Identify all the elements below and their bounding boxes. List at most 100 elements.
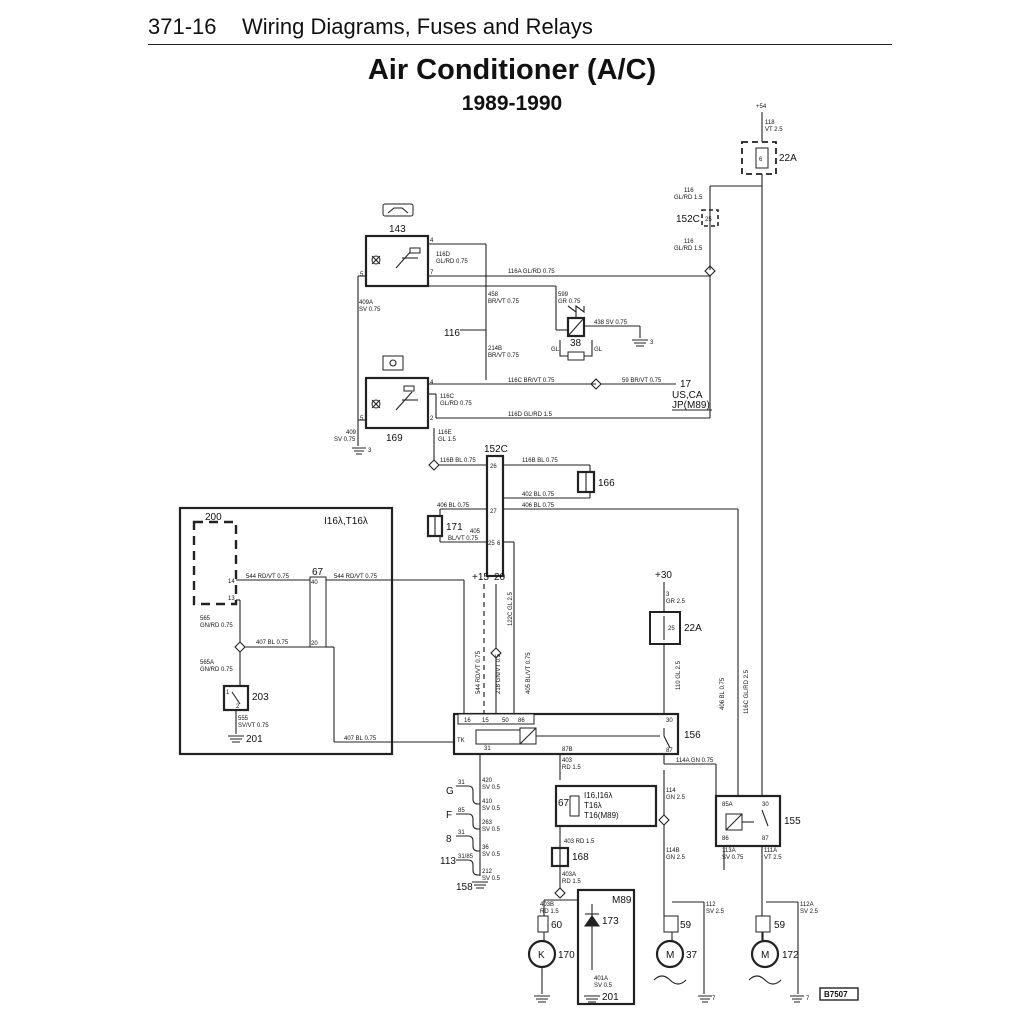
wire-114: 114 (666, 788, 676, 794)
svg-text:GL: GL (594, 347, 603, 353)
ground-symbol-3b (352, 447, 366, 455)
pin-203-1: 1 (226, 690, 230, 696)
connector-59-a (663, 915, 679, 933)
valve-icon (567, 304, 585, 314)
wire-218-vertical: 218 GN/VT 0.5 (496, 653, 502, 694)
connector-59-a-label: 59 (680, 920, 692, 931)
clutch-k-symbol: K (538, 950, 545, 961)
wire-599-color: GR 0.75 (558, 299, 581, 305)
wire-402: 402 BL 0.75 (522, 492, 555, 498)
wire-122c-vertical: 122C GL 2.5 (508, 592, 514, 626)
switch-143-symbol-frame (382, 203, 414, 217)
diode-173-label: 173 (602, 916, 619, 927)
wire-111a: 111A (764, 848, 777, 854)
fan-icon (389, 359, 397, 367)
diagram-title: Air Conditioner (A/C) (367, 54, 657, 86)
wire-263-color: SV 0.5 (482, 827, 501, 833)
wire-116c-br: 116C BR/VT 0.75 (508, 378, 555, 384)
variant-box-m89-body (576, 888, 636, 1006)
switch-169-label: 169 (386, 433, 403, 444)
ground-158: 158 (456, 882, 473, 893)
splice-116e (428, 459, 440, 471)
wire-85-f: 85 (458, 808, 465, 814)
wire-114a: 114A GN 0.75 (676, 758, 714, 764)
wire-406-vertical: 406 BL 0.75 (720, 677, 726, 710)
relay-171-label: 171 (446, 522, 463, 533)
splice-59 (590, 378, 602, 390)
wire-3: 3 (666, 592, 670, 598)
pin-30: 30 (666, 718, 673, 724)
wire-458: 458 (488, 292, 499, 298)
wire-116-b-color: GL/RD 1.5 (674, 246, 703, 252)
fan-blade-icon-37 (653, 975, 687, 985)
fan-motor-37 (655, 939, 685, 969)
wire-112a: 112A (800, 902, 814, 908)
pin-25-fuse: 25 (668, 626, 675, 632)
wire-403a-color: RD 1.5 (562, 879, 581, 885)
connector-67-left: 67 40 20 (309, 567, 327, 648)
pin-16: 16 (464, 718, 471, 724)
market-jp-m89: JP(M89) (672, 400, 710, 411)
wire-555: 555 (238, 716, 249, 722)
wire-409a: 409A (359, 300, 373, 306)
wire-116c: 116C (440, 394, 455, 400)
ground-symbol-7b (790, 995, 804, 1003)
fuse-pin-6: 6 (759, 157, 763, 163)
diagram-years: 1989-1990 (461, 92, 563, 115)
diode-icon (583, 915, 601, 927)
connector-152c-top-label: 152C (676, 214, 700, 225)
reference-tag (819, 987, 859, 1001)
relay-block-156-label: 156 (684, 730, 701, 741)
wire-420-color: SV 0.5 (482, 785, 501, 791)
fuse-22a-mid-label: 22A (684, 623, 702, 634)
wire-565: 565 (200, 616, 211, 622)
switch-169-symbol-frame (382, 355, 404, 371)
wire-405-vertical: 405 BL/VT 0.75 (526, 652, 532, 694)
terminal-54: +54 (756, 104, 767, 110)
terminal-20: 20 (494, 572, 506, 583)
relay-155-label: 155 (784, 816, 801, 827)
ground-point-8: 8 (446, 834, 452, 845)
pin-20: 20 (311, 641, 318, 647)
wire-403-color: RD 1.5 (562, 765, 581, 771)
wire-263: 263 (482, 820, 493, 826)
variant-box-m89: M89 173 401A SV 0.5 201 (576, 888, 636, 1006)
ground-symbol-7a (698, 995, 712, 1003)
ground-symbol-158 (472, 881, 488, 889)
relay-155: 85A 30 86 87 155 (714, 794, 801, 848)
wire-112-color: SV 2.5 (706, 909, 725, 915)
connector-152c-label: 152C (484, 444, 508, 455)
wire-403a: 403A (562, 872, 576, 878)
pin-87: 87 (666, 748, 673, 754)
ground-symbol-201a (228, 735, 244, 743)
variant-box-i16-t16 (178, 506, 394, 756)
ground-201-a: 201 (246, 734, 263, 745)
wire-212-color: SV 0.5 (482, 876, 501, 882)
valve-38: 38 438 SV 0.75 3 GL GL (551, 304, 654, 361)
wire-212: 212 (482, 869, 493, 875)
wire-410-color: SV 0.5 (482, 806, 501, 812)
wire-116e: 116E (438, 430, 452, 436)
wire-403-rd: 403 RD 1.5 (564, 839, 595, 845)
pin-31: 31 (484, 746, 491, 752)
switch-169: 169 5 4 2 (360, 355, 434, 444)
motor-m-symbol-172: M (761, 950, 769, 961)
switch-203-label: 203 (252, 692, 269, 703)
pin-87-155: 87 (762, 836, 769, 842)
svg-text:GL: GL (551, 347, 560, 353)
pin-25-top: 25 (705, 217, 712, 223)
ground-symbol-3 (632, 339, 648, 347)
variant-m89-label: M89 (612, 895, 632, 906)
wire-409: 409 (346, 430, 357, 436)
fuse-22a-top (755, 147, 769, 169)
control-unit-200 (192, 520, 238, 606)
pin-25-mid: 25 (488, 541, 495, 547)
variant-mid-label-2: T16λ (584, 801, 602, 810)
connector-152c-body (485, 454, 505, 578)
wire-458-color: BR/VT 0.75 (488, 299, 520, 305)
pin-40: 40 (311, 580, 318, 586)
connector-152c: 152C 26 27 25 6 (484, 444, 508, 578)
wire-409-color: SV 0.75 (334, 437, 356, 443)
ground-point-f: F (446, 810, 452, 821)
pin-6-mid: 6 (497, 541, 501, 547)
